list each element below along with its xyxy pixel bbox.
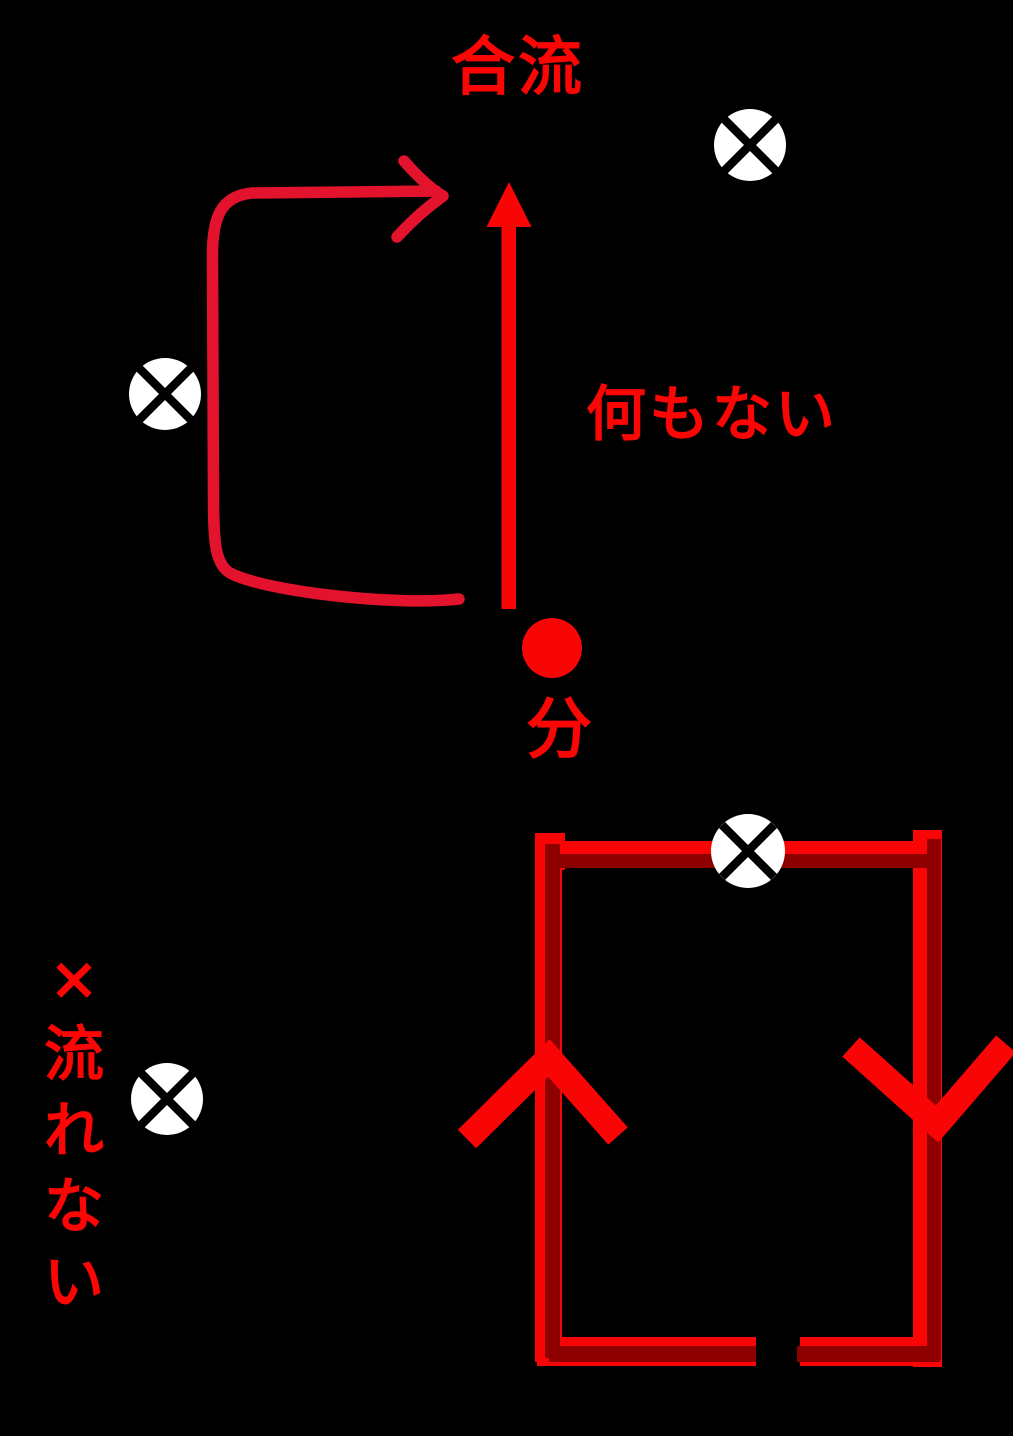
current-into-page-icon: [714, 109, 786, 181]
label-no-flow-char: 流: [44, 1020, 104, 1090]
up-arrow: [486, 182, 532, 609]
label-no-flow-char: な: [44, 1172, 104, 1242]
loop-right-edge-shade: [927, 839, 941, 1360]
cross-bar: [135, 364, 195, 424]
cross-bar: [718, 821, 778, 881]
loop-bottom-right-shade: [797, 1346, 940, 1362]
loop-bottom-left-shade: [549, 1346, 756, 1362]
label-no-flow: × 流 れ な い: [40, 941, 108, 1321]
current-into-page-icon: [131, 1063, 203, 1135]
branch-point-dot: [522, 618, 582, 678]
curved-branch-arrow: [206, 155, 465, 607]
up-arrow-head: [486, 182, 532, 227]
label-no-flow-char: い: [44, 1248, 104, 1318]
curved-branch-arrow-line: [206, 185, 465, 607]
up-arrow-shaft: [501, 222, 516, 609]
loop-left-edge-shade: [545, 844, 560, 1358]
loop-arrow-up-chevron: [457, 1039, 628, 1149]
current-into-page-icon: [129, 358, 201, 430]
loop-arrow-down-chevron: [842, 1035, 1013, 1143]
label-branch: 分: [526, 691, 592, 768]
label-no-flow-char: れ: [44, 1096, 104, 1166]
label-merge: 合流: [451, 31, 585, 105]
current-into-page-icon: [711, 814, 785, 888]
cross-bar: [137, 1069, 197, 1129]
cross-bar: [720, 115, 780, 175]
label-nothing: 何もない: [586, 380, 838, 450]
label-no-flow-char: ×: [48, 944, 100, 1014]
curved-branch-arrowhead: [391, 155, 449, 243]
circuit-loop: [535, 830, 942, 1367]
